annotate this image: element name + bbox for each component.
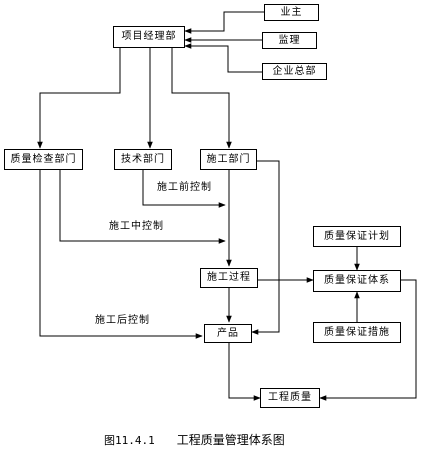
arrow-post-control xyxy=(39,170,203,339)
label-post-control: 施工后控制 xyxy=(95,315,150,326)
arrow-pm-to-quality xyxy=(37,48,121,149)
figure-title: 工程质量管理体系图 xyxy=(176,433,285,447)
node-qa-measures: 质量保证措施 xyxy=(313,322,401,343)
arrow-product-to-quality xyxy=(228,343,261,401)
node-owner: 业主 xyxy=(264,4,319,21)
figure-number: 图11.4.1 xyxy=(104,434,155,447)
arrow-qa-system-to-quality xyxy=(319,279,417,401)
node-construction-dept: 施工部门 xyxy=(200,149,257,170)
node-construction-process: 施工过程 xyxy=(200,268,258,288)
arrow-headoffice-to-pm xyxy=(184,43,262,73)
node-pm-dept: 项目经理部 xyxy=(113,26,185,48)
arrow-mid-control xyxy=(59,170,226,244)
node-project-quality: 工程质量 xyxy=(260,388,320,408)
node-tech-dept: 技术部门 xyxy=(114,149,172,170)
node-supervision: 监理 xyxy=(262,32,317,49)
label-mid-control: 施工中控制 xyxy=(109,221,164,232)
node-qa-system: 质量保证体系 xyxy=(313,270,401,292)
node-product: 产品 xyxy=(204,324,252,343)
node-qa-plan: 质量保证计划 xyxy=(313,226,401,247)
arrow-pre-control xyxy=(142,170,226,208)
arrow-pm-to-construction xyxy=(171,48,232,149)
node-quality-dept: 质量检查部门 xyxy=(4,149,83,170)
arrow-construction-to-product xyxy=(251,160,280,335)
arrow-owner-to-pm xyxy=(184,11,264,34)
node-head-office: 企业总部 xyxy=(262,63,327,80)
label-pre-control: 施工前控制 xyxy=(157,182,212,193)
figure-caption: 图11.4.1 工程质量管理体系图 xyxy=(104,434,285,446)
